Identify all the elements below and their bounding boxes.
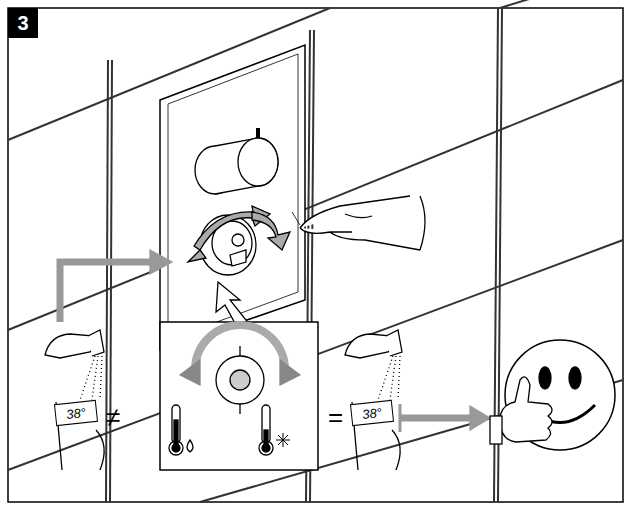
not-equal-sign: ≠: [106, 402, 120, 433]
label-holder: ≠: [106, 402, 120, 433]
thermometer-display: 38°: [350, 400, 394, 426]
thermometer-display: 38°: [54, 400, 98, 426]
node-text: 3: [17, 12, 28, 35]
node-text: 38°: [361, 405, 382, 422]
equal-sign: =: [328, 402, 343, 433]
label-holder: =: [328, 402, 343, 433]
node-text: 38°: [65, 405, 86, 422]
step-number-box: 3: [8, 8, 38, 38]
